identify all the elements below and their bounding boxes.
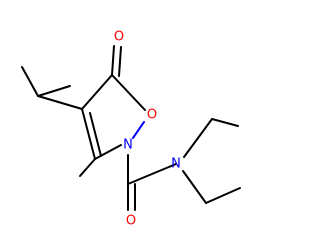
structure-diagram: O O N O N — [21, 30, 241, 229]
bond-ethyl-bottom-2 — [205, 187, 241, 204]
molecule-canvas: O O N O N — [21, 29, 241, 229]
amide-oxygen-label: O — [126, 214, 136, 229]
bond-ethyl-bottom-1 — [182, 170, 207, 204]
bond-c3-nitrogen — [94, 144, 122, 160]
ring-oxygen-label: O — [147, 108, 157, 123]
bond-isopropyl-to-ring — [37, 95, 83, 110]
bond-c3-methyl — [79, 158, 96, 177]
bond-isopropyl-methyl-1 — [21, 66, 39, 97]
bond-ring-c4-c5 — [81, 74, 113, 110]
carbonyl-oxygen-label: O — [114, 30, 124, 45]
bond-ring-oxygen-nitrogen — [132, 121, 145, 139]
bond-c5-ring-oxygen — [111, 74, 146, 111]
bond-c5-carbonyl-2 — [118, 46, 122, 77]
bond-ring-c4-c3 — [81, 108, 96, 160]
amide-nitrogen-label: N — [171, 157, 181, 172]
bond-ethyl-top-2 — [211, 118, 239, 127]
bond-amide-carbon-nitrogen — [127, 163, 177, 185]
ring-nitrogen-label: N — [123, 138, 133, 153]
bond-isopropyl-methyl-2 — [37, 85, 71, 97]
bond-ethyl-top-1 — [183, 118, 213, 158]
bond-c5-carbonyl-1 — [111, 45, 115, 76]
bond-ring-c4-c3-double — [89, 112, 102, 157]
